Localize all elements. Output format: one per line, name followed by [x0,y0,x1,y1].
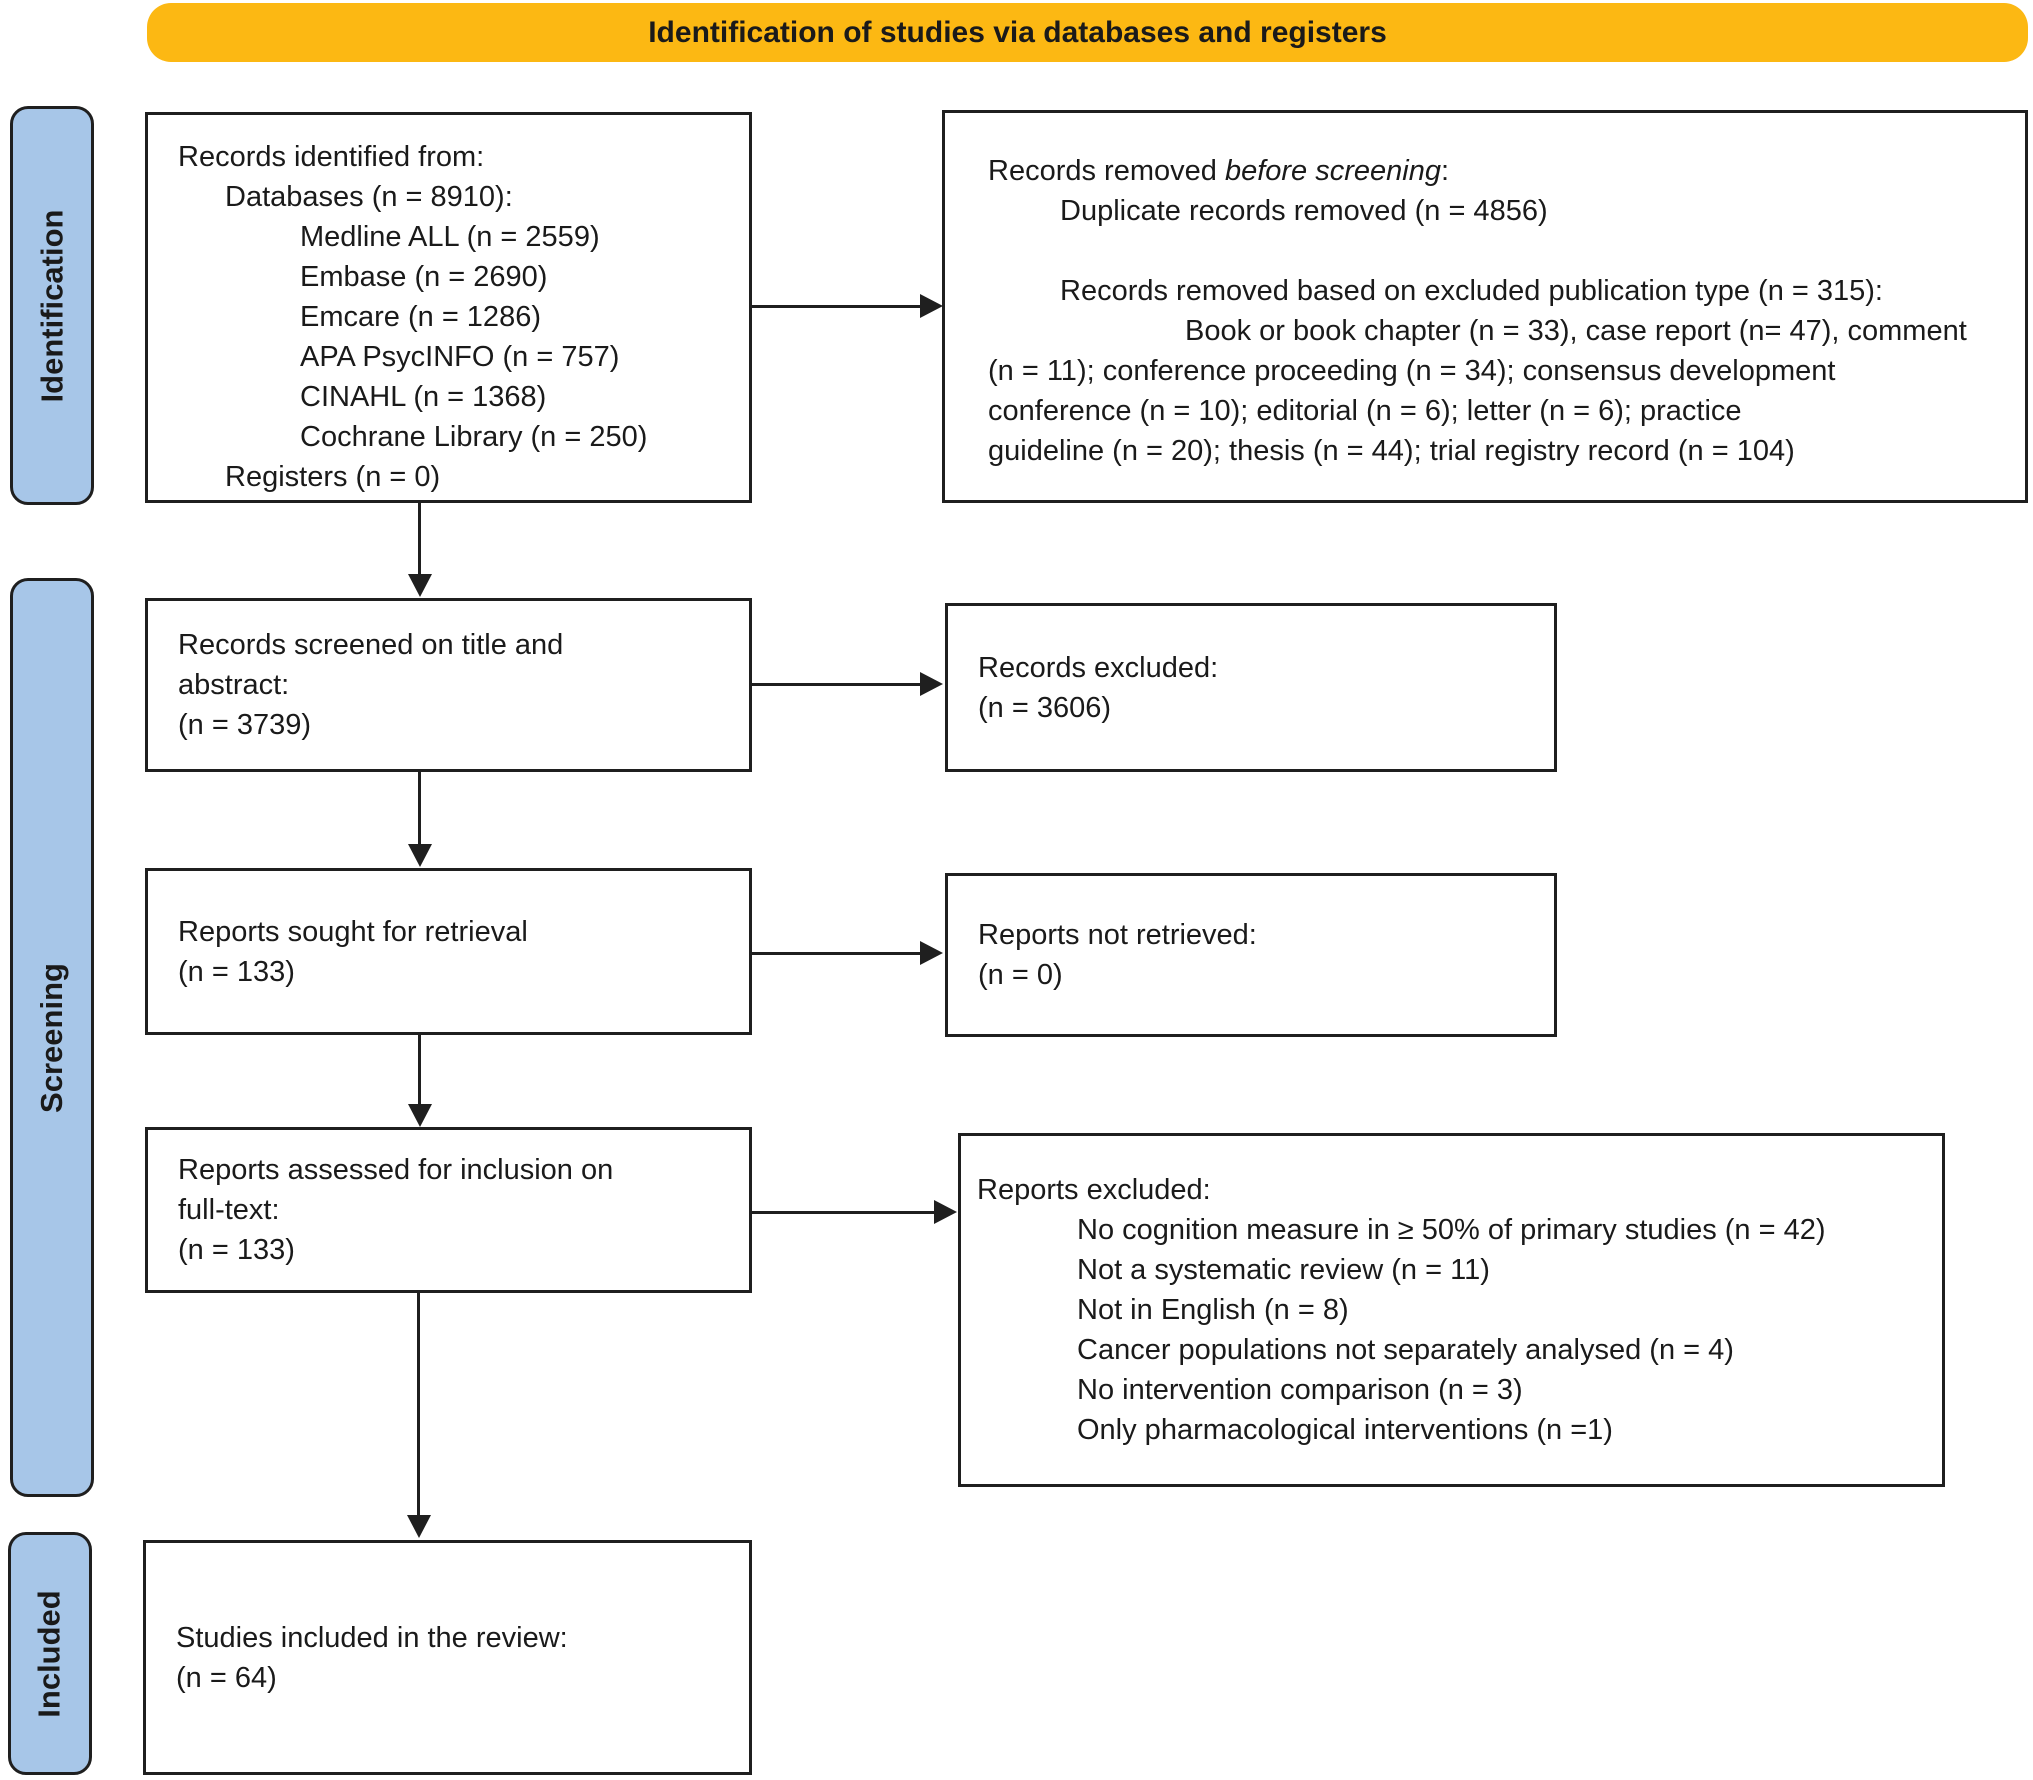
text-line: Records removed before screening: [988,151,2005,191]
box-reports-excluded: Reports excluded: No cognition measure i… [958,1133,1945,1487]
stage-label-identification-text: Identification [34,209,70,402]
box-reports-sought: Reports sought for retrieval (n = 133) [145,868,752,1035]
box-records-excluded: Records excluded: (n = 3606) [945,603,1557,772]
text-line: guideline (n = 20); thesis (n = 44); tri… [988,435,1795,467]
text-line: APA PsycINFO (n = 757) [300,341,620,373]
text-line: Records identified from: [178,141,485,173]
text-line: Records screened on title and [178,629,564,661]
text-line: Reports sought for retrieval [178,915,528,948]
text-line: No cognition measure in ≥ 50% of primary… [1077,1214,1826,1246]
stage-label-identification: Identification [10,106,94,505]
text-line: Cochrane Library (n = 250) [300,421,648,453]
text-line: full-text: [178,1194,280,1226]
stage-label-screening: Screening [10,578,94,1497]
box-reports-assessed: Reports assessed for inclusion on full-t… [145,1127,752,1293]
text-line: Emcare (n = 1286) [300,301,541,333]
text-line: Only pharmacological interventions (n =1… [1077,1414,1613,1446]
text-line: (n = 133) [178,1234,295,1266]
heading-italic: before screening [1224,155,1441,187]
text-line: abstract: [178,669,290,701]
text-line: No intervention comparison (n = 3) [1077,1374,1523,1406]
banner-title: Identification of studies via databases … [147,3,2028,62]
stage-label-included-text: Included [32,1589,68,1718]
stage-label-included: Included [8,1532,92,1775]
text-line: Records removed based on excluded public… [1060,275,1883,307]
text-line: (n = 133) [178,955,295,988]
stage-label-screening-text: Screening [34,962,70,1113]
text-line: Not a systematic review (n = 11) [1077,1254,1490,1286]
text-line: (n = 0) [978,959,1063,991]
text-line: Reports not retrieved: [978,919,1257,951]
text-line: Reports assessed for inclusion on [178,1154,614,1186]
text-line: Records excluded: [978,651,1219,684]
text-line: Cancer populations not separately analys… [1077,1334,1734,1366]
text-line: (n = 11); conference proceeding (n = 34)… [988,355,1836,387]
box-studies-included: Studies included in the review: (n = 64) [143,1540,752,1775]
box-reports-not-retrieved: Reports not retrieved: (n = 0) [945,873,1557,1037]
text-line: CINAHL (n = 1368) [300,381,547,413]
box-records-removed: Records removed before screening: Duplic… [942,110,2028,503]
box-records-identified: Records identified from: Databases (n = … [145,112,752,503]
text-line: (n = 3606) [978,691,1112,724]
text-line: Reports excluded: [977,1174,1211,1206]
text-line: Studies included in the review: [176,1621,568,1654]
text-line: (n = 3739) [178,709,312,741]
text-line: Embase (n = 2690) [300,261,548,293]
text-line: Book or book chapter (n = 33), case repo… [1185,315,1967,347]
text-line: Registers (n = 0) [225,461,441,493]
text-line: Duplicate records removed (n = 4856) [1060,195,1548,227]
heading-prefix: Records removed [988,155,1225,187]
box-records-screened: Records screened on title and abstract: … [145,598,752,772]
heading-suffix: : [1440,155,1450,187]
text-line: conference (n = 10); editorial (n = 6); … [988,395,1742,427]
text-line: Not in English (n = 8) [1077,1294,1349,1326]
text-line: (n = 64) [176,1661,277,1694]
text-line: Medline ALL (n = 2559) [300,221,600,253]
spacer [988,231,2005,271]
text-line: Databases (n = 8910): [225,181,513,213]
